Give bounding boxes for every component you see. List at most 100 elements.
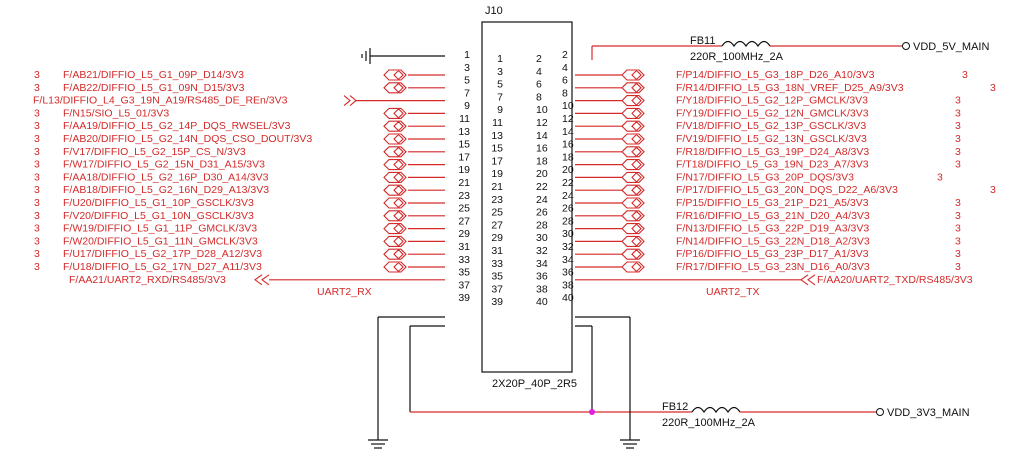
left-net-label: F/N15/SIO_L5_01/3V3: [63, 107, 169, 119]
pin-number-right-inner: 4: [536, 66, 542, 78]
left-net-page-ref: 3: [34, 146, 40, 158]
pin-number-right-outer: 38: [562, 279, 574, 291]
bidir-port-icon: [383, 223, 407, 235]
pin-number-left-outer: 21: [458, 177, 470, 189]
right-net-label: F/P14/DIFFIO_L5_G3_18P_D26_A10/3V3: [676, 69, 875, 81]
left-net-page-ref: 3: [34, 107, 40, 119]
pin-number-right-outer: 34: [562, 254, 574, 266]
bidir-port-icon: [621, 95, 645, 107]
left-net-page-ref: 3: [34, 82, 40, 94]
pin-number-left-outer: 17: [458, 151, 470, 163]
right-net-label: F/AA20/UART2_TXD/RS485/3V3: [817, 274, 973, 286]
bidir-port-icon: [383, 197, 407, 209]
inductor-coil-top-icon: [721, 40, 771, 48]
left-net-page-ref: 3: [34, 210, 40, 222]
pin-number-left-outer: 37: [458, 279, 470, 291]
bidir-port-icon: [621, 248, 645, 260]
pin-number-left-outer: 5: [464, 75, 470, 87]
left-net-page-ref: 3: [34, 223, 40, 235]
bidir-port-icon: [383, 235, 407, 247]
pin-number-right-outer: 40: [562, 292, 574, 304]
pin-number-right-inner: 40: [536, 296, 548, 308]
right-net-label: F/P16/DIFFIO_L5_G3_23P_D17_A1/3V3: [676, 248, 869, 260]
left-net-page-ref: 3: [34, 171, 40, 183]
bidir-port-icon: [621, 82, 645, 94]
pin-number-left-inner: 23: [491, 194, 503, 206]
left-net-page-ref: 3: [34, 159, 40, 171]
left-net-label: F/AB18/DIFFIO_L5_G2_16N_D29_A13/3V3: [63, 184, 269, 196]
ferrite-bead-bottom: [592, 406, 884, 416]
ground-symbol-pin1: [361, 48, 445, 64]
bidir-port-icon: [383, 261, 407, 273]
left-net-label: F/AA19/DIFFIO_L5_G2_14P_DQS_RWSEL/3V3: [63, 120, 291, 132]
pin-number-left-inner: 19: [491, 168, 503, 180]
pin-number-right-inner: 34: [536, 258, 548, 270]
bidir-port-icon: [621, 261, 645, 273]
pin-number-left-inner: 25: [491, 207, 503, 219]
pin-number-right-outer: 16: [562, 139, 574, 151]
right-net-page-ref: 3: [955, 248, 961, 260]
output-arrow-icon: [800, 274, 816, 286]
bidir-port-icon: [621, 197, 645, 209]
junction-dot: [589, 409, 595, 415]
right-net-page-ref: 3: [937, 171, 943, 183]
pin-number-right-inner: 20: [536, 168, 548, 180]
left-net-page-ref: 3: [34, 197, 40, 209]
bidir-port-icon: [383, 133, 407, 145]
pin-number-right-outer: 30: [562, 228, 574, 240]
pin-number-right-outer: 14: [562, 126, 574, 138]
pin-number-left-outer: 29: [458, 228, 470, 240]
left-net-page-ref: 3: [34, 184, 40, 196]
pin-number-right-inner: 12: [536, 117, 548, 129]
right-net-label: F/V19/DIFFIO_L5_G2_13N_GSCLK/3V3: [676, 133, 867, 145]
right-net-page-ref: 3: [955, 107, 961, 119]
bidir-port-icon: [383, 82, 407, 94]
pin-number-left-inner: 27: [491, 219, 503, 231]
pin-number-right-outer: 8: [562, 87, 568, 99]
ferrite-top-ref: FB11: [690, 35, 715, 47]
bidir-port-icon: [621, 146, 645, 158]
pin-number-right-outer: 10: [562, 100, 574, 112]
pin-number-right-outer: 20: [562, 164, 574, 176]
pin-number-left-inner: 5: [497, 79, 503, 91]
pin-number-right-inner: 6: [536, 79, 542, 91]
right-net-label: F/R16/DIFFIO_L5_G3_21N_D20_A4/3V3: [676, 210, 870, 222]
right-net-label: F/R14/DIFFIO_L5_G3_18N_VREF_D25_A9/3V3: [676, 82, 904, 94]
pin-number-right-inner: 30: [536, 232, 548, 244]
bidir-port-icon: [621, 223, 645, 235]
pin-number-left-inner: 37: [491, 283, 503, 295]
output-arrow-icon: [254, 274, 270, 286]
pin-number-right-outer: 36: [562, 267, 574, 279]
right-net-page-ref: 3: [955, 197, 961, 209]
pin-number-right-inner: 8: [536, 91, 542, 103]
bidir-port-icon: [383, 107, 407, 119]
bidir-port-icon: [383, 120, 407, 132]
pin-number-left-outer: 35: [458, 267, 470, 279]
left-net-page-ref: 3: [34, 248, 40, 260]
left-net-page-ref: 3: [34, 69, 40, 81]
uart-rx-label: UART2_RX: [317, 286, 372, 298]
pin-number-right-inner: 10: [536, 104, 548, 116]
right-net-label: F/V18/DIFFIO_L5_G2_13P_GSCLK/3V3: [676, 120, 866, 132]
pin-number-left-outer: 31: [458, 241, 470, 253]
right-net-page-ref: 3: [955, 133, 961, 145]
pin-number-left-inner: 13: [491, 130, 503, 142]
bidir-port-icon: [621, 184, 645, 196]
right-net-page-ref: 3: [955, 120, 961, 132]
right-net-page-ref: 3: [962, 69, 968, 81]
ferrite-bottom-value: 220R_100MHz_2A: [662, 417, 756, 429]
right-net-label: F/Y19/DIFFIO_L5_G2_12N_GMCLK/3V3: [676, 107, 869, 119]
pin-number-right-outer: 4: [562, 62, 568, 74]
right-net-page-ref: 3: [990, 184, 996, 196]
right-net-page-ref: 3: [955, 159, 961, 171]
pin-number-right-inner: 2: [536, 53, 542, 65]
pin-number-left-outer: 27: [458, 215, 470, 227]
right-net-label: F/R17/DIFFIO_L5_G3_23N_D16_A0/3V3: [676, 261, 870, 273]
bidir-port-icon: [621, 171, 645, 183]
bidir-port-icon: [621, 159, 645, 171]
inductor-coil-bottom-icon: [691, 406, 741, 414]
pin-number-left-outer: 33: [458, 254, 470, 266]
pin-number-left-inner: 39: [491, 296, 503, 308]
bidir-port-icon: [383, 184, 407, 196]
